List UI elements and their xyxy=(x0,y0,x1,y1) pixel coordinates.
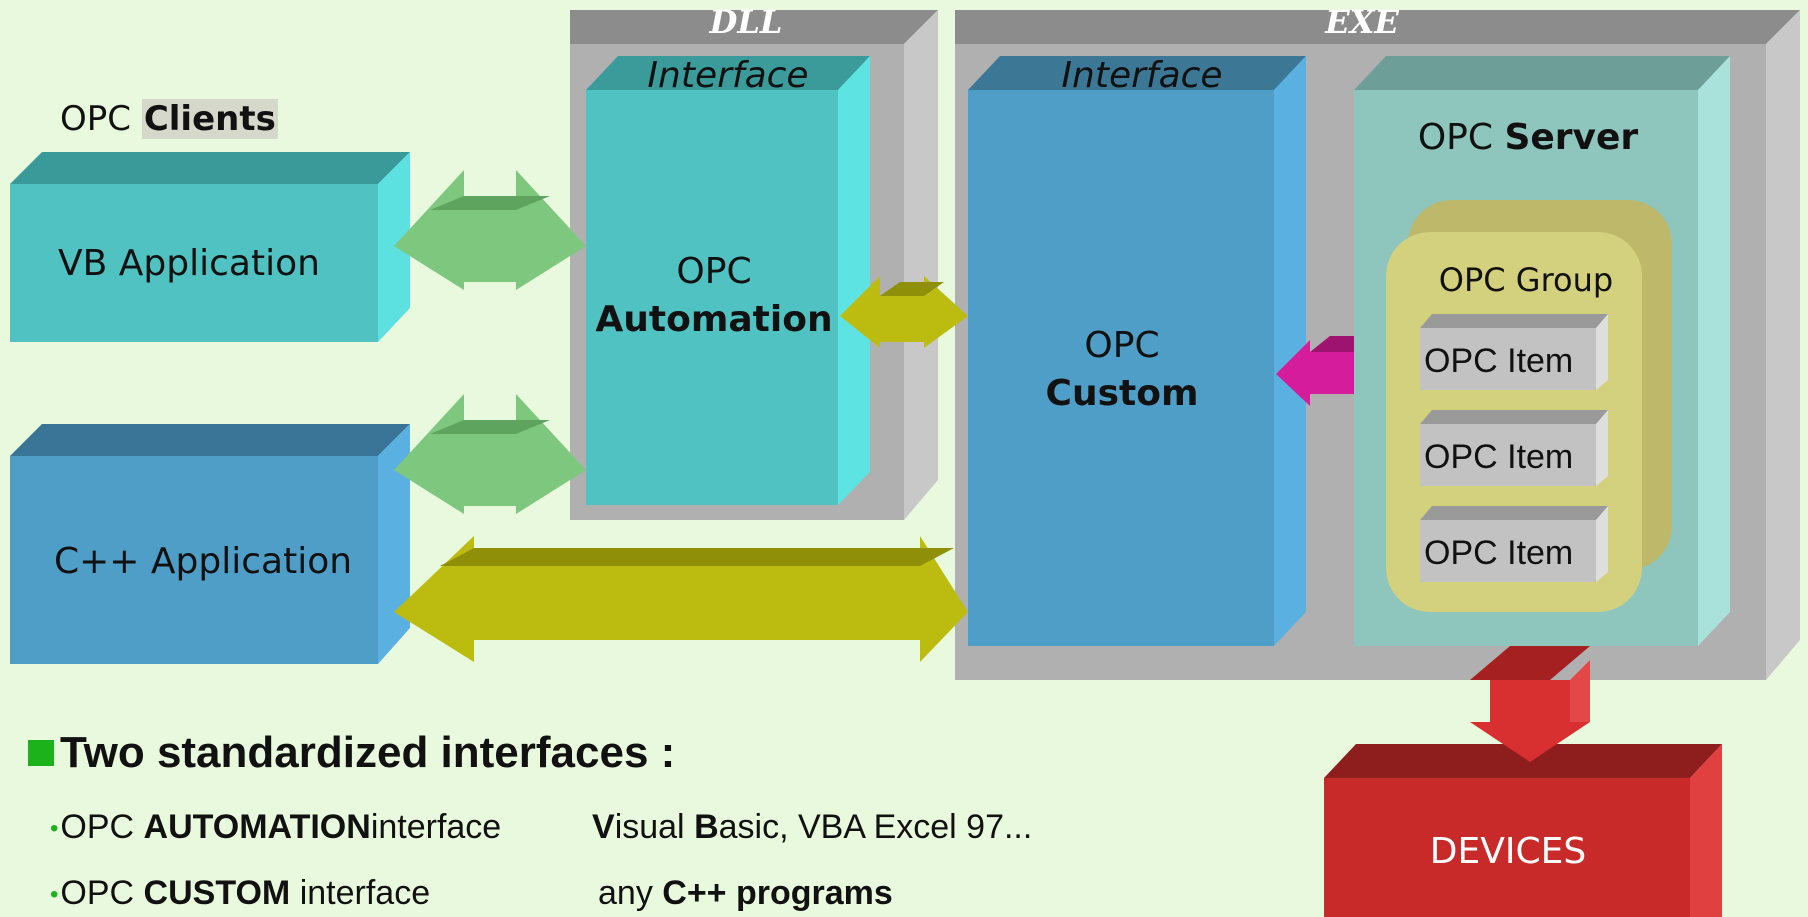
vb-application-box xyxy=(10,152,410,342)
opc-automation-box xyxy=(586,56,870,505)
automation-bullet: •OPC AUTOMATIONinterface xyxy=(50,808,502,846)
dll-label: DLL xyxy=(709,3,783,41)
dll-interface-label: Interface xyxy=(647,55,809,96)
custom-server-arrow xyxy=(1276,336,1354,406)
opc-group-label: OPC Group xyxy=(1438,261,1614,299)
cpp-application-box xyxy=(10,424,410,664)
bullet-dot-icon: • xyxy=(50,881,59,909)
bullet-square-icon xyxy=(28,740,54,766)
automation-custom-arrow xyxy=(840,276,968,348)
opc-item-label-3: OPC Item xyxy=(1424,534,1574,572)
opc-item-box-2 xyxy=(1420,410,1608,486)
exe-interface-label: Interface xyxy=(1061,55,1223,96)
custom-label: Custom xyxy=(1045,373,1199,414)
vb-automation-arrow xyxy=(394,170,586,290)
opc-item-box-1 xyxy=(1420,314,1608,390)
automation-opc-label: OPC xyxy=(676,251,752,292)
custom-bullet-example: any C++ programs xyxy=(598,874,893,912)
cpp-custom-arrow xyxy=(394,536,968,662)
devices-box xyxy=(1324,744,1722,917)
opc-server-label: OPC Server xyxy=(1417,117,1639,158)
interfaces-summary: Two standardized interfaces : xyxy=(28,728,675,778)
automation-bullet-example: Visual Basic, VBA Excel 97... xyxy=(592,808,1033,846)
opc-item-label-1: OPC Item xyxy=(1424,342,1574,380)
exe-label: EXE xyxy=(1325,3,1399,41)
devices-label: DEVICES xyxy=(1429,831,1587,872)
automation-label: Automation xyxy=(595,299,833,340)
vb-application-label: VB Application xyxy=(58,243,320,284)
custom-opc-label: OPC xyxy=(1084,325,1160,366)
summary-title: Two standardized interfaces : xyxy=(28,728,675,778)
custom-bullet: •OPC CUSTOM interface xyxy=(50,874,431,912)
bullet-dot-icon: • xyxy=(50,815,59,843)
cpp-automation-arrow xyxy=(394,394,586,514)
server-devices-arrow xyxy=(1470,646,1590,762)
cpp-application-label: C++ Application xyxy=(54,541,353,582)
opc-item-box-3 xyxy=(1420,506,1608,582)
opc-item-label-2: OPC Item xyxy=(1424,438,1574,476)
opc-custom-box xyxy=(968,56,1306,646)
opc-clients-label: OPC Clients xyxy=(60,99,278,139)
